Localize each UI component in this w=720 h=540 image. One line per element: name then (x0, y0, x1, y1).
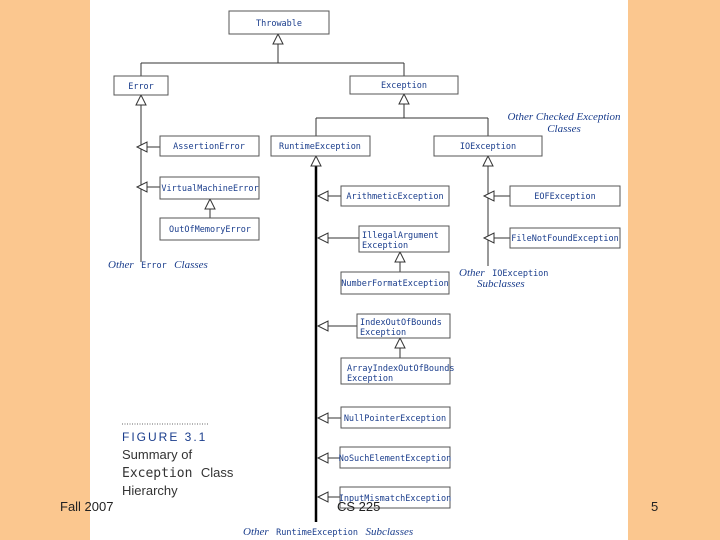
class-name: Error (128, 82, 154, 92)
class-name-line2: Exception (362, 241, 408, 251)
class-name: OutOfMemoryError (169, 225, 251, 235)
class-name-line1: ArrayIndexOutOfBounds (347, 364, 454, 374)
class-box-index-out-of-bounds-exception: IndexOutOfBounds Exception (356, 313, 451, 339)
note-line2: Subclasses (477, 278, 525, 290)
note-class-name: IOException (492, 269, 548, 279)
class-name-line2: Exception (347, 374, 393, 384)
connector-lines (140, 44, 510, 522)
note-word: Other (459, 267, 485, 279)
footer-date: Fall 2007 (60, 499, 114, 514)
inheritance-arrowheads (135, 32, 495, 503)
class-box-array-index-out-of-bounds-exception: ArrayIndexOutOfBounds Exception (340, 357, 454, 385)
class-box-null-pointer-exception: NullPointerException (340, 406, 451, 429)
class-box-number-format-exception: NumberFormatException (340, 271, 450, 295)
class-name: VirtualMachineError (161, 184, 258, 194)
figure-caption: FIGURE 3.1 Summary of Exception Class Hi… (122, 423, 234, 498)
class-box-arithmetic-exception: ArithmeticException (340, 185, 450, 207)
class-name: RuntimeException (279, 142, 361, 152)
class-name: AssertionError (173, 142, 245, 152)
class-name: IOException (460, 142, 516, 152)
note-other-error-classes: Other Error Classes (108, 255, 208, 272)
class-name: NumberFormatException (341, 279, 448, 289)
note-word: Other (243, 526, 269, 538)
class-name: Throwable (256, 19, 302, 29)
figure-label: FIGURE 3.1 (122, 430, 207, 444)
class-name: ArithmeticException (346, 192, 443, 202)
note-other-checked-exception-classes: Other Checked Exception Classes (507, 111, 621, 135)
class-box-input-mismatch-exception: InputMismatchException (339, 486, 452, 509)
footer-course: CS 225 (337, 499, 381, 514)
class-box-throwable: Throwable (228, 10, 330, 35)
class-box-runtime-exception: RuntimeException (270, 135, 371, 157)
class-name: EOFException (534, 192, 595, 202)
class-box-out-of-memory-error: OutOfMemoryError (159, 217, 260, 241)
figure-word: Class (201, 465, 234, 480)
class-name: Exception (381, 81, 427, 91)
note-class-name: RuntimeException (276, 528, 358, 538)
class-box-file-not-found-exception: FileNotFoundException (509, 227, 621, 249)
footer-page-number: 5 (651, 499, 659, 514)
note-line1: Other IOException (459, 263, 548, 280)
class-name: InputMismatchException (339, 494, 452, 504)
class-name: FileNotFoundException (511, 234, 618, 244)
class-name: NoSuchElementException (339, 454, 452, 464)
note-other-runtimeexception-subclasses: Other RuntimeException Subclasses (243, 522, 413, 539)
figure-line1: Summary of (122, 447, 192, 462)
class-box-io-exception: IOException (433, 135, 543, 157)
note-line: Other RuntimeException Subclasses (243, 522, 413, 539)
note-word: Other (108, 259, 134, 271)
figure-line2: Exception Class (122, 464, 234, 481)
class-box-no-such-element-exception: NoSuchElementException (339, 446, 452, 469)
figure-line3: Hierarchy (122, 483, 178, 498)
class-name: NullPointerException (344, 414, 446, 424)
note-word: Classes (174, 259, 208, 271)
class-box-virtual-machine-error: VirtualMachineError (159, 176, 260, 200)
class-box-eof-exception: EOFException (509, 185, 621, 207)
note-line1: Other Checked Exception (507, 111, 621, 123)
class-box-exception: Exception (349, 75, 459, 95)
note-other-ioexception-subclasses: Other IOException Subclasses (459, 263, 548, 290)
note-line2: Classes (547, 123, 581, 135)
class-box-illegal-argument-exception: IllegalArgument Exception (358, 225, 450, 253)
class-name-line1: IndexOutOfBounds (360, 318, 442, 328)
right-side-band (628, 0, 720, 540)
left-side-band (0, 0, 90, 540)
note-word: Subclasses (365, 526, 413, 538)
note-line: Other Error Classes (108, 255, 208, 272)
figure-class-name: Exception (122, 466, 192, 481)
class-box-assertion-error: AssertionError (159, 135, 260, 157)
class-name-line2: Exception (360, 328, 406, 338)
class-name-line1: IllegalArgument (362, 231, 439, 241)
note-class-name: Error (141, 261, 167, 271)
class-box-error: Error (113, 75, 169, 96)
